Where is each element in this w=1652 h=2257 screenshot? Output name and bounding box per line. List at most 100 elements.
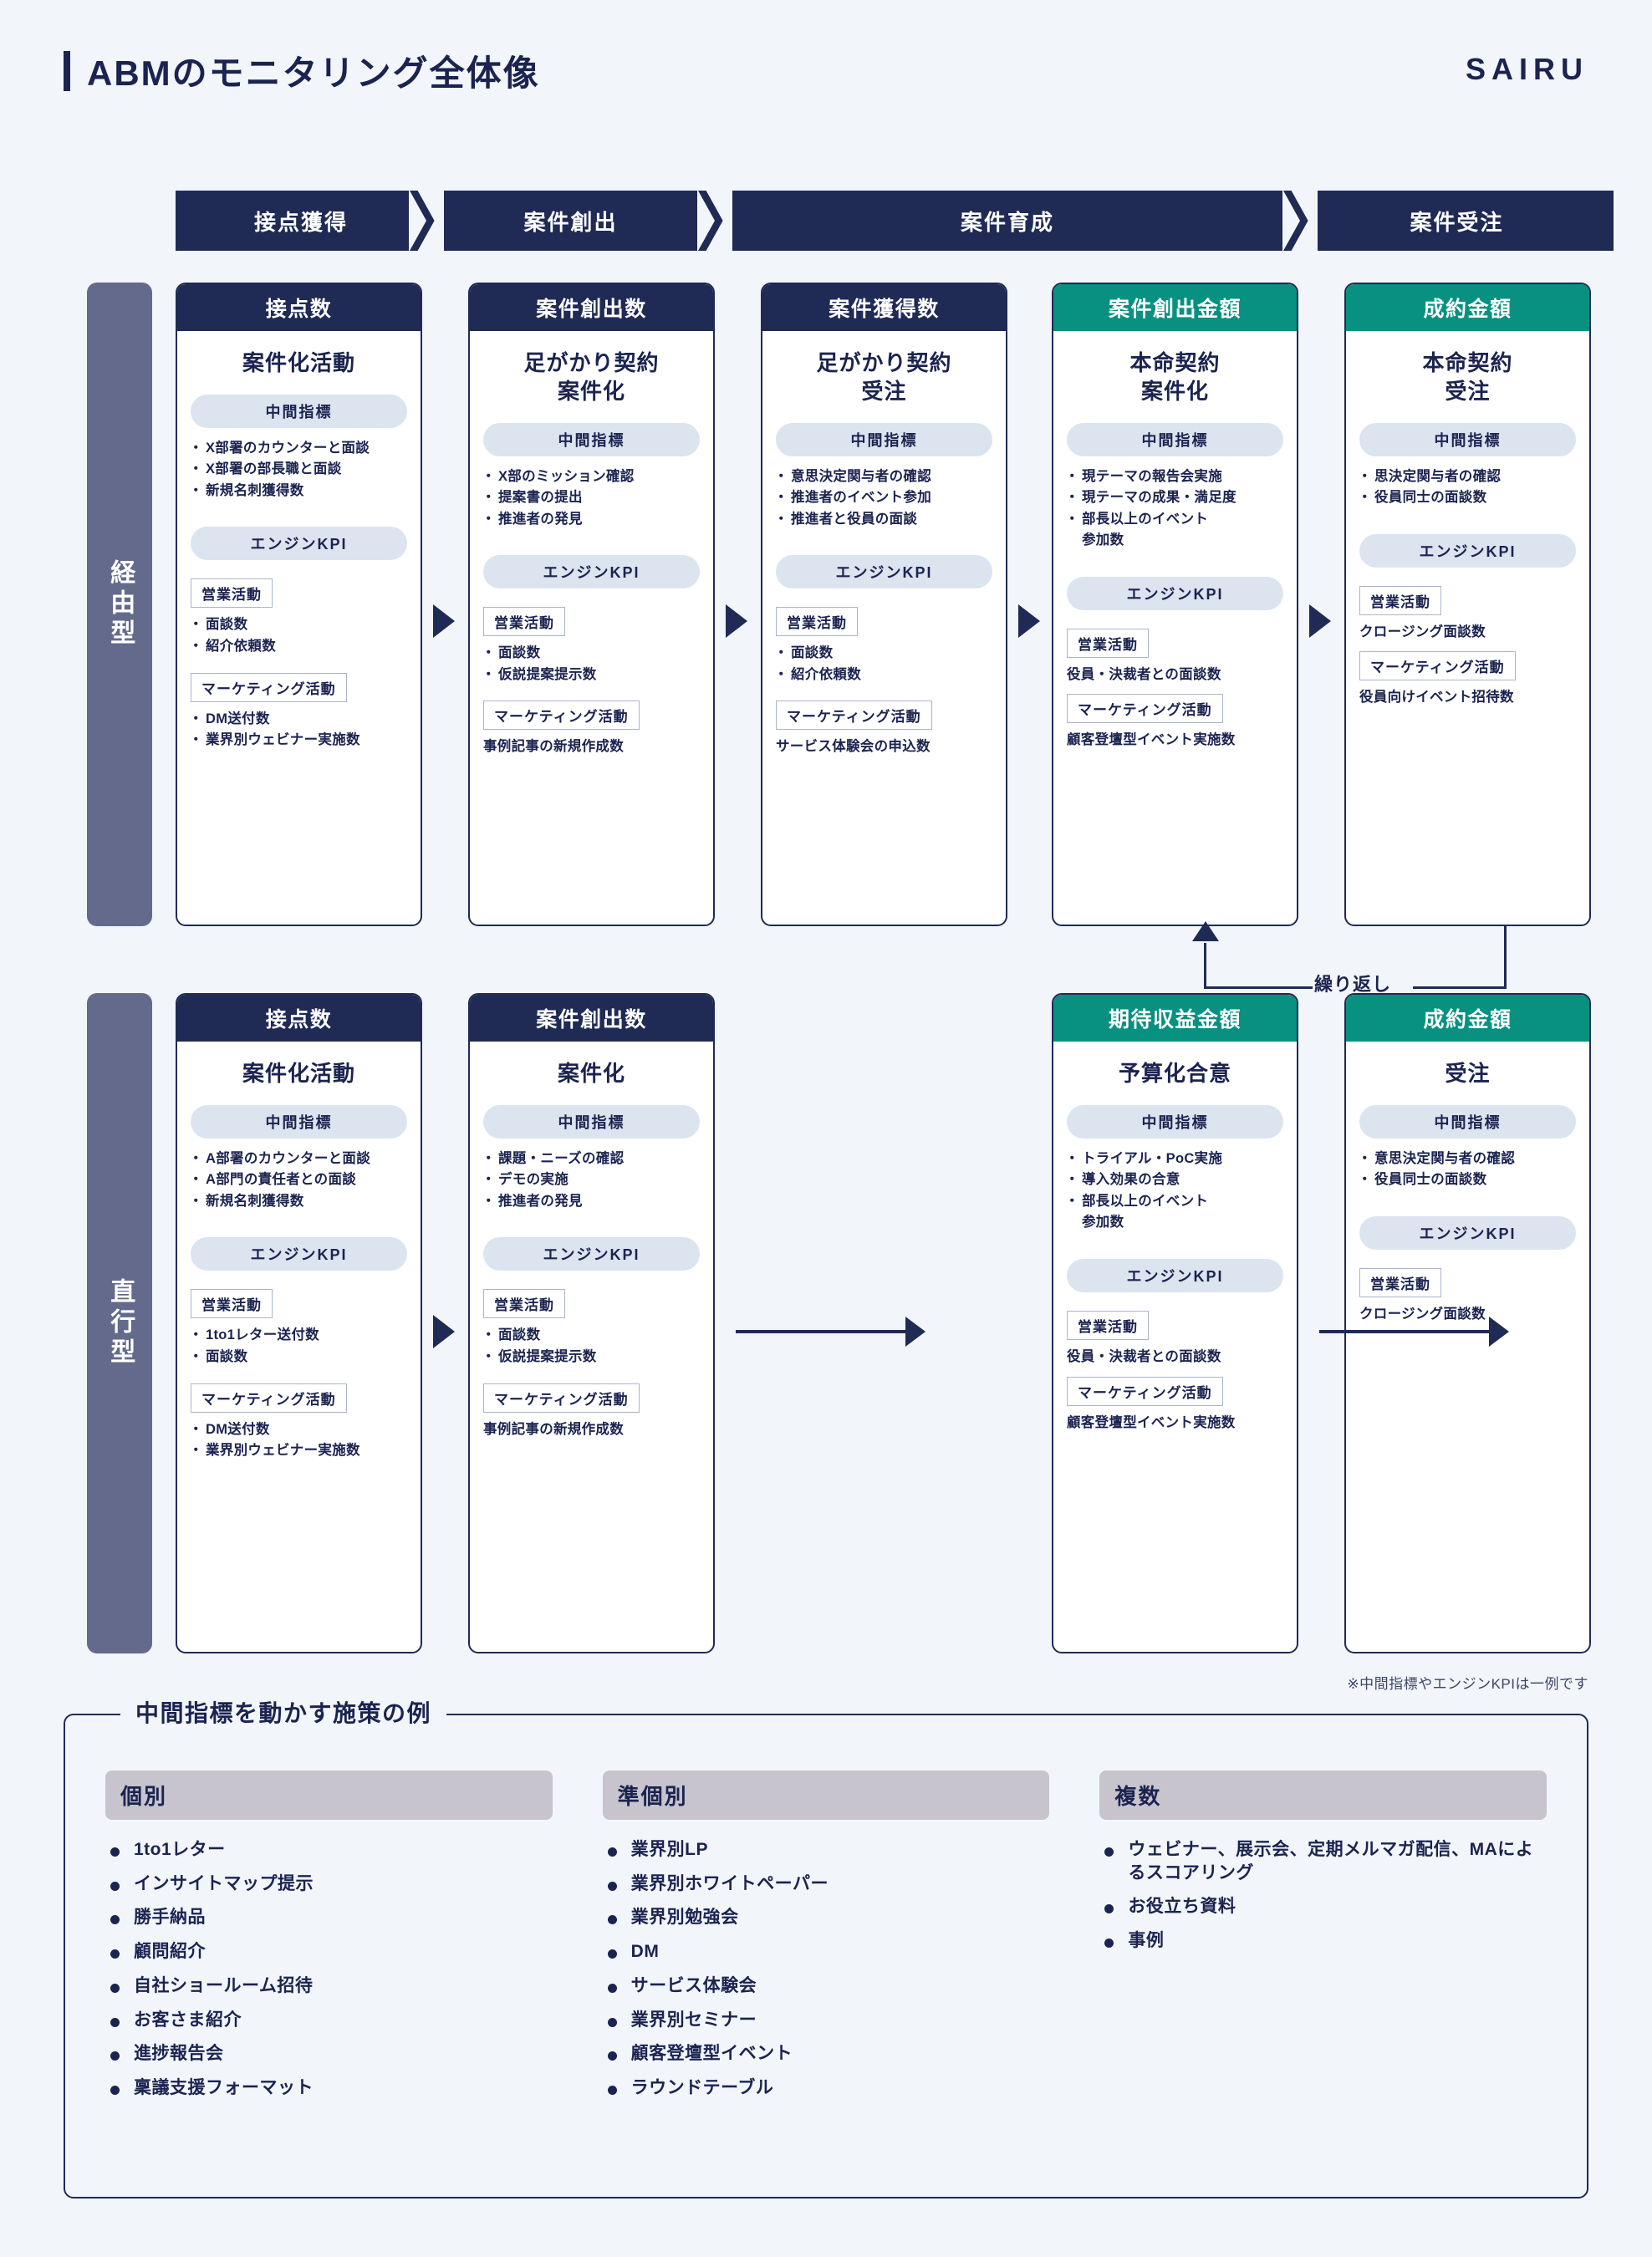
- card-header: 案件創出金額: [1053, 284, 1297, 331]
- stage-label: 案件育成: [960, 209, 1054, 235]
- measure-item: 1to1レター: [105, 1838, 553, 1862]
- stage-label: 案件創出: [523, 209, 618, 235]
- measure-item: 顧問紹介: [105, 1940, 553, 1964]
- loop-right-vertical: [1504, 926, 1507, 989]
- sales-activity-tag: 営業活動: [1067, 1311, 1149, 1341]
- measure-item: ラウンドテーブル: [603, 2076, 1050, 2100]
- kpi-card[interactable]: 案件創出数足がかり契約案件化中間指標X部のミッション確認提案書の提出推進者の発見…: [468, 283, 715, 926]
- spacer: [483, 1219, 700, 1237]
- list-item: DM送付数: [189, 1419, 407, 1441]
- card-title: 案件化活動: [242, 350, 355, 375]
- marketing-activity-tag: マーケティング活動: [776, 701, 932, 731]
- intermediate-metric-pill: 中間指標: [1067, 1104, 1283, 1139]
- marketing-kpi-list: DM送付数業界別ウェビナー実施数: [189, 1419, 407, 1462]
- marketing-activity-tag: マーケティング活動: [191, 672, 347, 702]
- intermediate-metric-pill: 中間指標: [1359, 422, 1576, 456]
- type-label-2: 直行型: [87, 993, 152, 1653]
- kpi-card[interactable]: 案件獲得数足がかり契約受注中間指標意思決定関与者の確認推進者のイベント参加推進者…: [761, 283, 1007, 926]
- intermediate-metric-pill: 中間指標: [191, 394, 407, 428]
- type-label-1: 経由型: [87, 283, 152, 926]
- list-item: 紹介依頼数: [189, 636, 407, 658]
- intermediate-metric-pill: 中間指標: [191, 1104, 407, 1139]
- card-title: 足がかり契約案件化: [523, 350, 660, 404]
- sales-activity-tag: 営業活動: [1359, 585, 1441, 615]
- engine-kpi-pill: エンジンKPI: [1067, 1259, 1283, 1293]
- kpi-card[interactable]: 案件創出金額本命契約案件化中間指標現テーマの報告会実施現テーマの成果・満足度部長…: [1052, 283, 1298, 926]
- measure-item: 業界別勉強会: [603, 1906, 1050, 1929]
- loop-arrow-head-icon: [1192, 921, 1219, 941]
- sales-activity-tag: 営業活動: [483, 607, 565, 637]
- sales-activity-tag: 営業活動: [483, 1289, 565, 1319]
- kpi-card[interactable]: 成約金額本命契約受注中間指標思決定関与者の確認役員同士の面談数エンジンKPI営業…: [1344, 283, 1591, 926]
- title-group: ABMのモニタリング全体像: [64, 45, 1588, 96]
- sales-kpi-text: クロージング面談数: [1359, 1306, 1486, 1322]
- sales-activity-tag: 営業活動: [191, 1289, 273, 1319]
- measure-column-header: 準個別: [602, 1770, 1050, 1820]
- list-item: 推進者と役員の面談: [774, 509, 992, 531]
- measure-list: ウェビナー、展示会、定期メルマガ配信、MAによるスコアリングお役立ち資料事例: [1099, 1838, 1547, 1953]
- list-item: 面談数: [482, 1325, 700, 1347]
- card-header: 接点数: [177, 995, 421, 1042]
- stage-label: 接点獲得: [253, 209, 348, 235]
- measure-column-header: 個別: [105, 1770, 553, 1820]
- spacer: [483, 537, 700, 555]
- intermediate-metric-pill: 中間指標: [1359, 1104, 1576, 1139]
- measure-item: 稟議支援フォーマット: [105, 2076, 553, 2100]
- engine-kpi-pill: エンジンKPI: [1359, 533, 1576, 568]
- list-item: デモの実施: [482, 1169, 700, 1191]
- list-item: A部署のカウンターと面談: [189, 1149, 407, 1170]
- long-flow-arrow: [736, 1317, 925, 1347]
- card-header: 案件創出数: [470, 995, 713, 1042]
- measure-item: 自社ショールーム招待: [105, 1974, 553, 1998]
- list-item: 新規名刺獲得数: [189, 1191, 407, 1213]
- measure-item: 業界別セミナー: [603, 2009, 1050, 2032]
- marketing-activity-tag: マーケティング活動: [483, 701, 640, 731]
- list-item: 課題・ニーズの確認: [482, 1149, 700, 1170]
- measure-item: DM: [603, 1940, 1050, 1964]
- sales-kpi-list: 面談数紹介依頼数: [774, 643, 992, 686]
- measure-item: 進捗報告会: [105, 2042, 553, 2066]
- kpi-card[interactable]: 接点数案件化活動中間指標A部署のカウンターと面談A部門の責任者との面談新規名刺獲…: [176, 993, 422, 1653]
- marketing-kpi-text: 役員向けイベント招待数: [1359, 690, 1514, 706]
- card-header: 接点数: [177, 284, 421, 331]
- list-item: 意思決定関与者の確認: [1358, 1149, 1576, 1170]
- list-item: 推進者の発見: [482, 1191, 700, 1213]
- list-item: 面談数: [189, 614, 407, 636]
- card-header: 案件獲得数: [762, 284, 1006, 331]
- list-item: 面談数: [774, 643, 992, 665]
- sales-kpi-list: 1to1レター送付数面談数: [189, 1325, 407, 1368]
- engine-kpi-pill: エンジンKPI: [1067, 576, 1283, 610]
- marketing-activity-tag: マーケティング活動: [483, 1383, 640, 1413]
- measure-item: 勝手納品: [105, 1906, 553, 1929]
- repeat-loop: 繰り返し: [1162, 921, 1513, 1001]
- spacer: [1359, 516, 1576, 534]
- card-title: 足がかり契約受注: [816, 350, 952, 404]
- footnote: ※中間指標やエンジンKPIは一例です: [1347, 1676, 1588, 1692]
- long-flow-arrow: [1319, 1317, 1509, 1347]
- loop-label: 繰り返し: [1314, 974, 1392, 995]
- intermediate-metric-list: X部署のカウンターと面談X部署の部長職と面談新規名刺獲得数: [189, 438, 407, 502]
- stage-3: 案件育成: [715, 191, 1318, 251]
- panel-legend: 中間指標を動かす施策の例: [120, 1695, 447, 1729]
- list-item: 紹介依頼数: [774, 665, 992, 686]
- intermediate-metric-list: A部署のカウンターと面談A部門の責任者との面談新規名刺獲得数: [189, 1149, 407, 1213]
- intermediate-metric-list: 思決定関与者の確認役員同士の面談数: [1358, 466, 1576, 509]
- flow-arrow-icon: [1309, 604, 1331, 638]
- kpi-card[interactable]: 案件創出数案件化中間指標課題・ニーズの確認デモの実施推進者の発見エンジンKPI営…: [468, 993, 715, 1653]
- sales-activity-tag: 営業活動: [191, 578, 273, 609]
- marketing-activity-tag: マーケティング活動: [191, 1383, 347, 1413]
- intermediate-metric-list: 意思決定関与者の確認推進者のイベント参加推進者と役員の面談: [774, 466, 992, 531]
- card-header: 成約金額: [1346, 995, 1589, 1042]
- list-item: 業界別ウェビナー実施数: [189, 1440, 407, 1462]
- kpi-card[interactable]: 成約金額受注中間指標意思決定関与者の確認役員同士の面談数エンジンKPI営業活動ク…: [1344, 993, 1591, 1653]
- loop-left-vertical: [1204, 943, 1206, 989]
- card-header: 成約金額: [1346, 284, 1589, 331]
- kpi-card[interactable]: 期待収益金額予算化合意中間指標トライアル・PoC実施導入効果の合意部長以上のイベ…: [1052, 993, 1298, 1653]
- engine-kpi-pill: エンジンKPI: [483, 555, 700, 589]
- spacer: [1067, 558, 1283, 577]
- list-item: 新規名刺獲得数: [189, 481, 407, 502]
